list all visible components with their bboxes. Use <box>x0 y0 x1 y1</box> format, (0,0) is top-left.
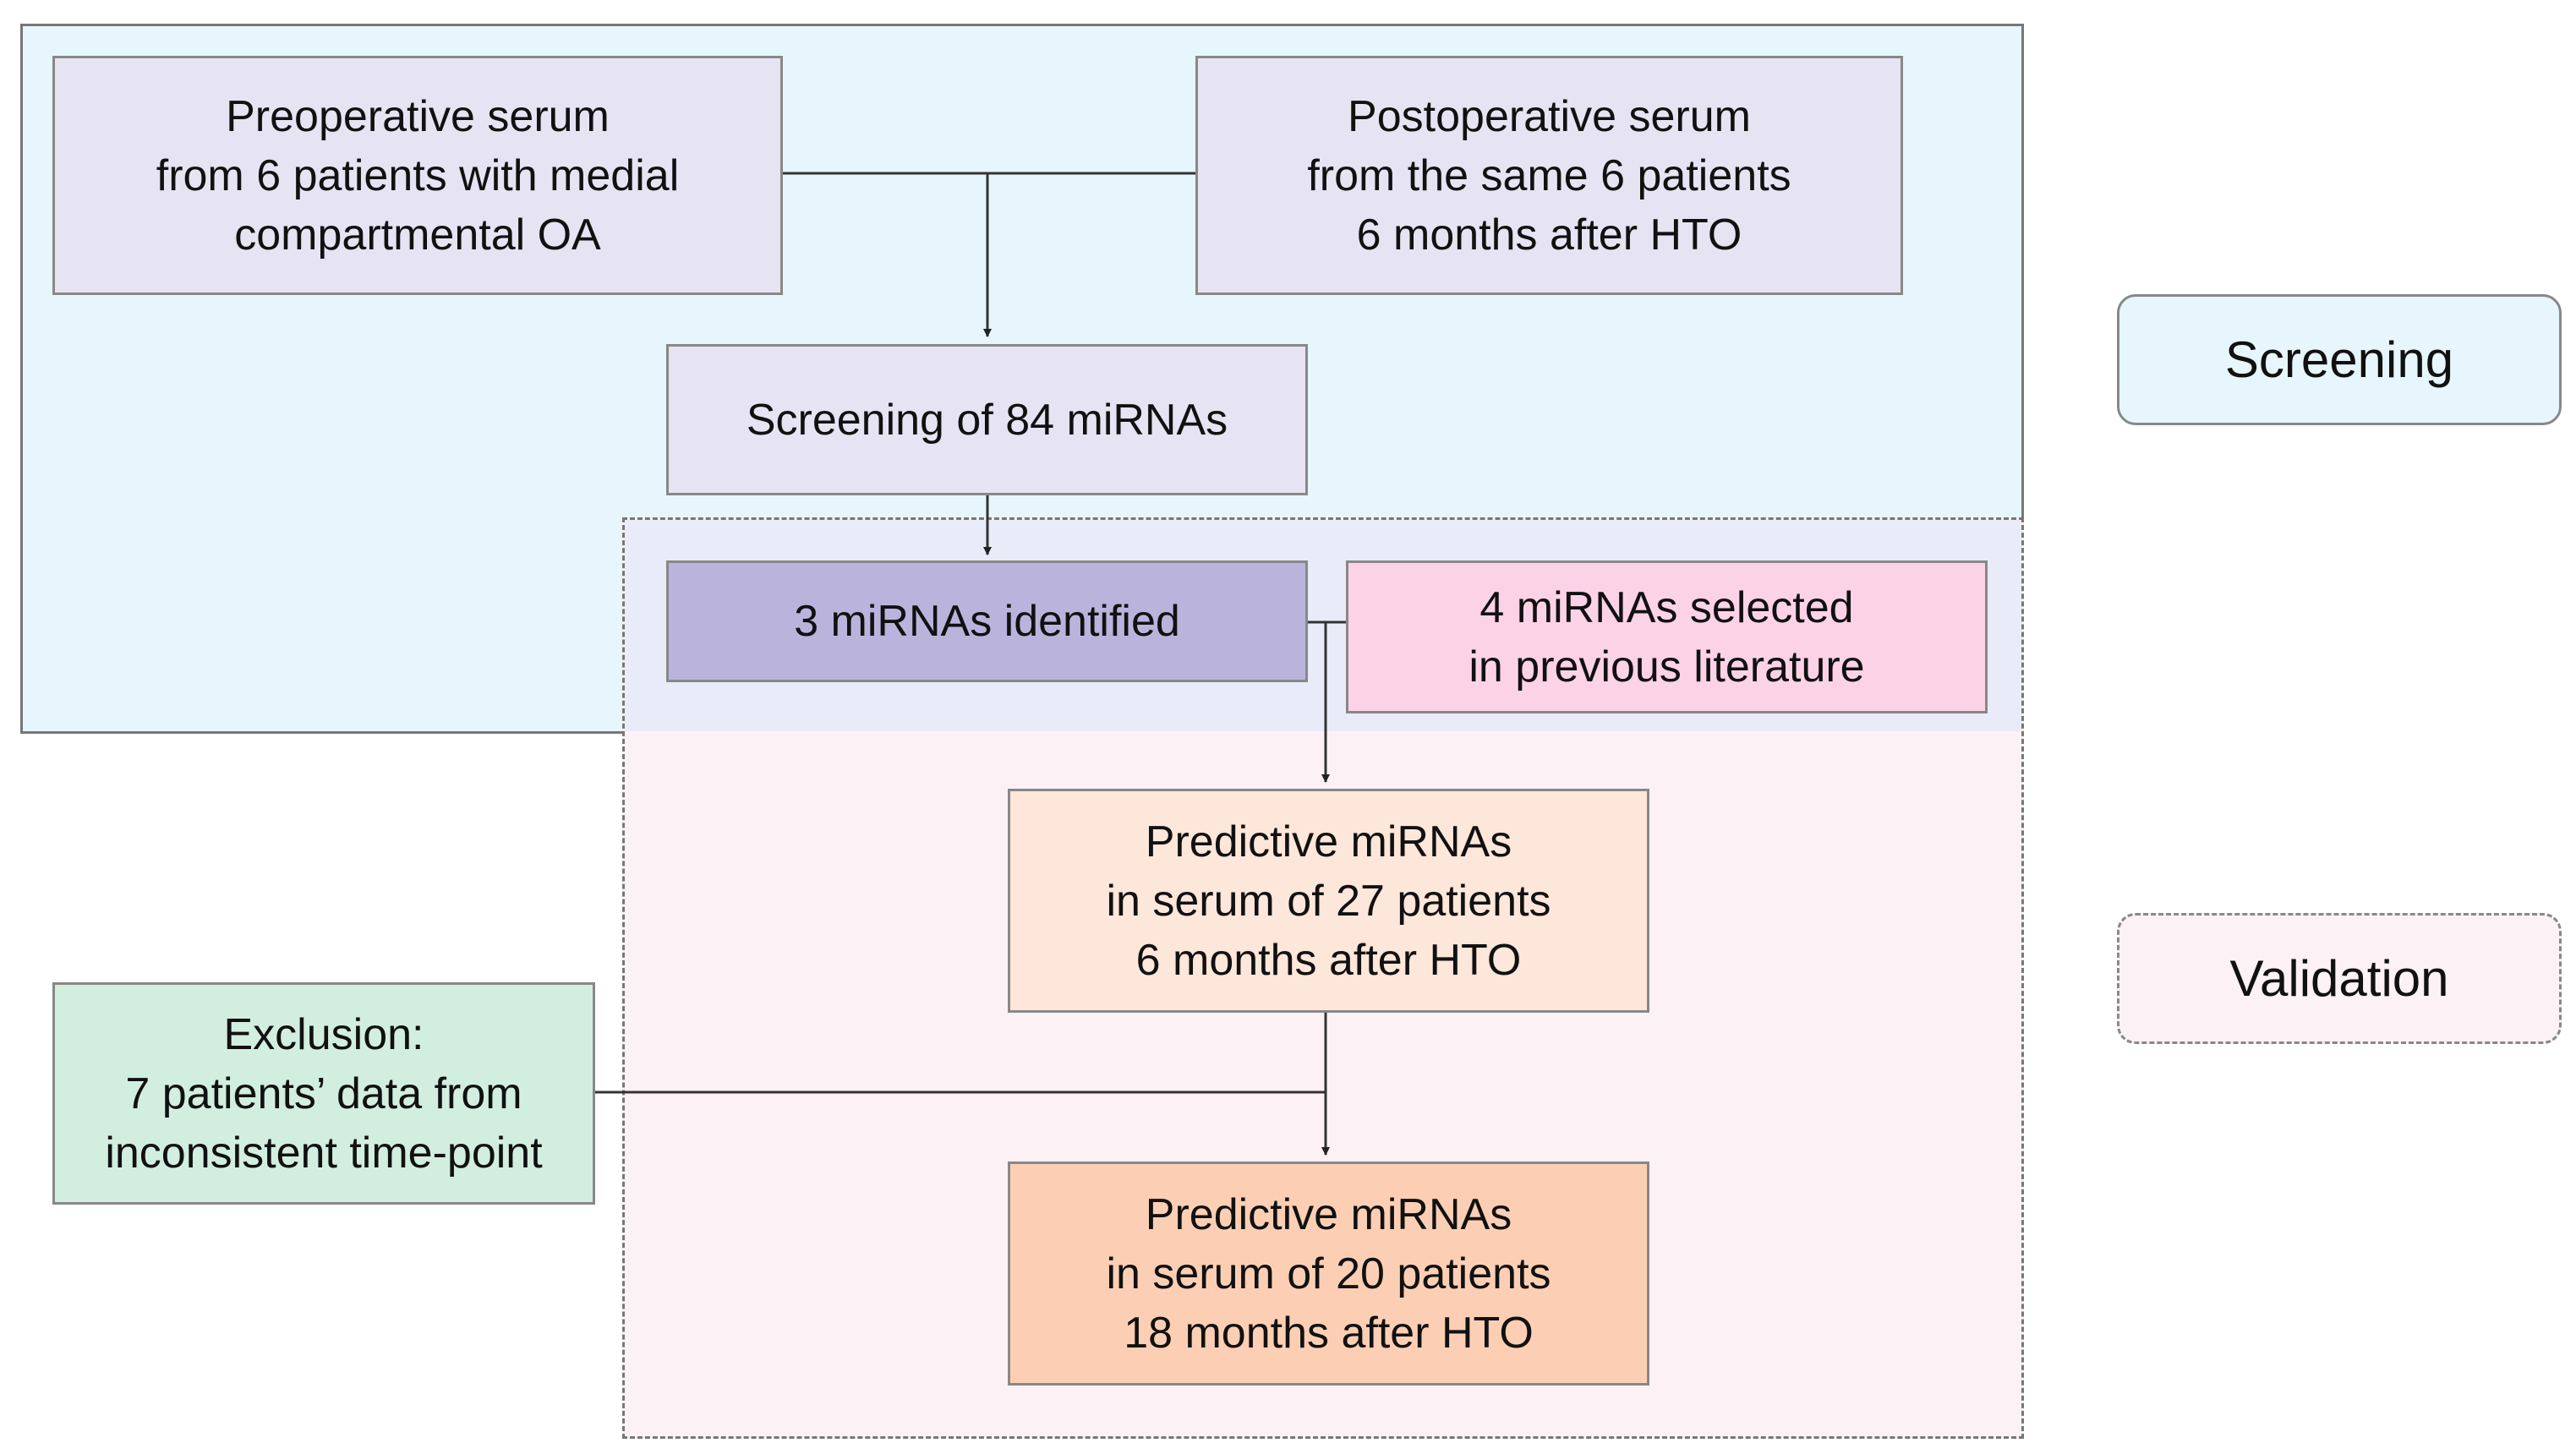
box-text-line: inconsistent time-point <box>105 1128 543 1178</box>
box-text-line: 4 miRNAs selected <box>1479 582 1854 632</box>
preoperative-serum-box: Preoperative serum from 6 patients with … <box>52 56 783 295</box>
postoperative-serum-box: Postoperative serum from the same 6 pati… <box>1195 56 1903 295</box>
box-text-line: from the same 6 patients <box>1307 150 1791 200</box>
legend-screening: Screening <box>2117 294 2562 425</box>
box-text-line: from 6 patients with medial <box>156 150 680 200</box>
box-text-line: 3 miRNAs identified <box>794 597 1180 646</box>
box-text-line: in serum of 20 patients <box>1106 1249 1551 1298</box>
screening-84-mirnas-box: Screening of 84 miRNAs <box>666 344 1308 495</box>
box-text-line: 18 months after HTO <box>1124 1308 1534 1358</box>
legend-validation-label: Validation <box>2229 950 2449 1007</box>
box-text-line: in previous literature <box>1468 642 1865 691</box>
box-text-line: Predictive miRNAs <box>1145 817 1512 866</box>
literature-mirnas-box: 4 miRNAs selected in previous literature <box>1346 560 1988 713</box>
box-text-line: Exclusion: <box>223 1009 424 1059</box>
box-text-line: Postoperative serum <box>1348 91 1751 141</box>
legend-screening-label: Screening <box>2224 331 2454 388</box>
box-text-line: in serum of 27 patients <box>1106 876 1551 926</box>
box-text-line: compartmental OA <box>234 210 601 260</box>
exclusion-box: Exclusion: 7 patients’ data from inconsi… <box>52 982 595 1205</box>
box-text-line: 6 months after HTO <box>1135 935 1522 985</box>
box-text-line: Screening of 84 miRNAs <box>746 395 1228 445</box>
box-text-line: 7 patients’ data from <box>125 1069 522 1118</box>
legend-validation: Validation <box>2117 913 2562 1044</box>
mirnas-identified-box: 3 miRNAs identified <box>666 560 1308 682</box>
predictive-mirnas-20-box: Predictive miRNAs in serum of 20 patient… <box>1008 1162 1649 1386</box>
predictive-mirnas-27-box: Predictive miRNAs in serum of 27 patient… <box>1008 789 1649 1013</box>
box-text-line: Predictive miRNAs <box>1145 1189 1512 1239</box>
box-text-line: Preoperative serum <box>226 91 610 141</box>
box-text-line: 6 months after HTO <box>1356 210 1742 260</box>
